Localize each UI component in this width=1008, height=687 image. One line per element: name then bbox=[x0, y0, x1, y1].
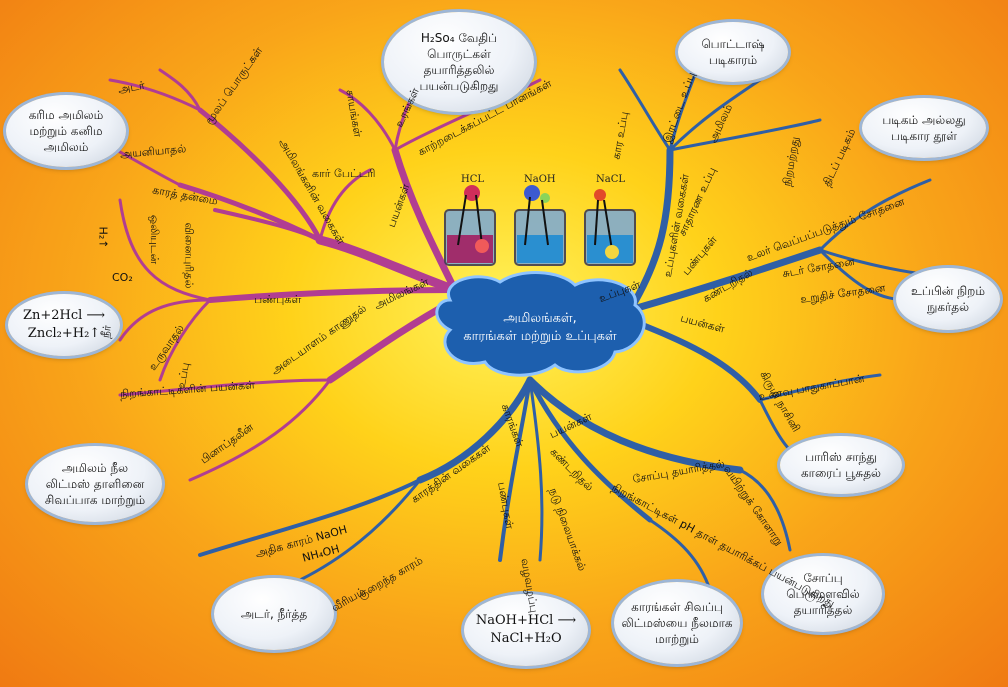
beaker-label-naoh: NaOH bbox=[524, 174, 556, 185]
beaker-naoh bbox=[514, 185, 566, 266]
acid-branches bbox=[93, 68, 542, 482]
center-node: அமிலங்கள், காரங்கள் மற்றும் உப்புகள் bbox=[440, 310, 640, 346]
label-reacting: வினைபுரிதல் bbox=[182, 222, 196, 289]
bubble-soap: சோப்புபெருமளவில்தயாரித்தல் bbox=[764, 556, 882, 632]
bubble-potash: பொட்டாஷ்படிகாரம் bbox=[678, 22, 788, 82]
bubble-h2so4: H₂So₄ வேதிப்பொருட்கள்தயாரித்தலில்பயன்படு… bbox=[384, 12, 534, 112]
bubble-salt-color: உப்பின் நிறம்நுகர்தல் bbox=[896, 268, 1000, 330]
label-co2: CO₂ bbox=[112, 271, 133, 284]
center-title-line1: அமிலங்கள், bbox=[503, 311, 577, 326]
label-water: நீர் bbox=[98, 324, 114, 339]
base-branches bbox=[198, 376, 792, 592]
bubble-naoh-reaction: NaOH+HCl ⟶NaCl+H₂O bbox=[464, 594, 588, 666]
label-hydrogen: H₂↑ bbox=[96, 226, 110, 249]
center-cloud-shape bbox=[435, 271, 646, 377]
bubble-paris: பாரிஸ் சாந்துகாரைப் பூசுதல் bbox=[780, 436, 902, 494]
beaker-nacl bbox=[584, 189, 636, 266]
label-properties-acid: பண்புகள் bbox=[254, 293, 302, 306]
beaker-label-hcl: HCL bbox=[461, 174, 485, 185]
bubble-zn-reaction: Zn+2Hcl ⟶Zncl₂+H₂↑ bbox=[8, 294, 120, 356]
beaker-hcl bbox=[444, 185, 496, 266]
beaker-label-nacl: NaCL bbox=[596, 174, 626, 185]
bubble-concentrated: அடர், நீர்த்த bbox=[214, 578, 334, 650]
label-with-sound: ஒலியுடன் bbox=[148, 214, 162, 265]
bubble-crystal: படிகம் அல்லதுபடிகார தூள் bbox=[862, 98, 986, 158]
center-title-line2: காரங்கள் மற்றும் உப்புகள் bbox=[463, 329, 617, 345]
label-car-battery: கார் பேட்டரி bbox=[312, 167, 376, 180]
